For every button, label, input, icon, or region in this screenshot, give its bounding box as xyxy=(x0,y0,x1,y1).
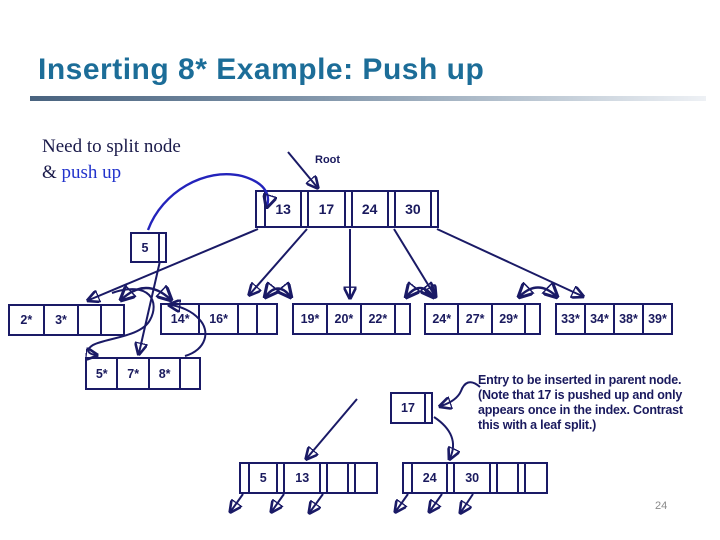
side-note-line: Entry to be inserted in parent node. xyxy=(478,373,682,387)
pointer-cell xyxy=(386,192,394,226)
key-cell xyxy=(495,464,518,492)
key-cell: 24 xyxy=(411,464,446,492)
pointer-cell xyxy=(318,464,326,492)
key-cell: 33* xyxy=(561,312,580,326)
push-up-highlight: push up xyxy=(61,162,122,183)
key-cell: 5 xyxy=(141,240,149,255)
split-annotation-line1: Need to split node xyxy=(42,136,181,157)
sibling-arc-leaf1-leaf2 xyxy=(122,288,170,299)
key-cell xyxy=(524,464,546,492)
key-cell: 19* xyxy=(300,312,320,326)
split-left-child-arrow xyxy=(310,493,324,512)
root-pointer-arrow-leaf4 xyxy=(393,228,435,296)
split-annotation-text: Need to split node & push up xyxy=(42,134,181,186)
split-right-child-arrow xyxy=(430,493,443,511)
key-cell xyxy=(179,359,199,388)
key-cell: 5 xyxy=(248,464,276,492)
pointer-cell xyxy=(430,192,437,226)
key-cell: 17 xyxy=(401,401,415,415)
key-cell xyxy=(256,305,276,333)
key-cell: 5* xyxy=(95,366,108,381)
side-note-line: this with a leaf split.) xyxy=(478,418,597,432)
leaf-node-2-3: 2* 3* xyxy=(8,304,125,336)
key-cell: 8* xyxy=(147,359,179,388)
root-pointer-arrow-leaf1 xyxy=(89,228,259,300)
key-cell: 3* xyxy=(42,306,78,334)
leaf-node-5-7-8: 5* 7*8* xyxy=(85,357,201,390)
key-cell: 17 xyxy=(307,192,343,226)
split-left-child-arrow xyxy=(231,493,244,511)
pointer-cell xyxy=(276,464,283,492)
split-left-child-arrow xyxy=(272,493,285,511)
pointer-cell xyxy=(424,394,431,422)
leaf-node-24-29: 24* 27*29* xyxy=(424,303,541,335)
split-right-child-arrow xyxy=(396,493,409,511)
root-label: Root xyxy=(315,154,341,166)
side-note-text: Entry to be inserted in parent node. (No… xyxy=(478,373,718,433)
key-cell: 7* xyxy=(116,359,147,388)
pointer-cell xyxy=(241,464,248,492)
split-annotation-line2: & push up xyxy=(42,162,122,183)
side-note-line: appears once in the index. Contrast xyxy=(478,403,683,417)
leaf-node-33-39: 33* 34*38*39* xyxy=(555,303,673,335)
entry5-pointer-arrow xyxy=(139,260,161,353)
key-cell xyxy=(354,464,376,492)
pointer-cell xyxy=(257,192,264,226)
sibling-arc-leaf4-leaf5 xyxy=(520,288,556,297)
pointer-cell xyxy=(404,464,411,492)
key-cell: 38* xyxy=(613,305,642,333)
leaf-node-19-22: 19* 20*22* xyxy=(292,303,411,335)
key-cell: 29* xyxy=(490,305,524,333)
leaf-node-14-16: 14* 16* xyxy=(160,303,278,335)
key-cell: 24* xyxy=(432,312,452,326)
root-label-arrow xyxy=(287,151,317,187)
root-pointer-arrow-leaf2 xyxy=(250,228,308,294)
key-cell: 30 xyxy=(393,192,430,226)
key-cell: 13 xyxy=(264,192,300,226)
pointer-cell xyxy=(343,192,351,226)
page-number: 24 xyxy=(655,500,668,512)
key-cell xyxy=(393,305,409,333)
pointer-cell xyxy=(446,464,453,492)
split-left-annotation-arrow xyxy=(307,398,358,458)
pointer-cell xyxy=(517,464,524,492)
sibling-arc-leaf3-leaf4 xyxy=(407,288,433,296)
key-cell xyxy=(77,306,100,334)
pushed-entry-17-node: 17 xyxy=(390,392,433,424)
key-cell: 13 xyxy=(283,464,318,492)
key-cell: 27* xyxy=(457,305,490,333)
pointer-cell xyxy=(347,464,354,492)
key-cell: 24 xyxy=(350,192,387,226)
key-cell xyxy=(325,464,348,492)
slide-title: Inserting 8* Example: Push up xyxy=(38,53,485,86)
split-right-child-arrow xyxy=(461,493,474,512)
key-cell: 30 xyxy=(453,464,488,492)
entry17-pointer-arrow xyxy=(433,416,453,458)
key-cell: 14* xyxy=(170,312,190,326)
key-cell: 16* xyxy=(198,305,236,333)
key-cell: 34* xyxy=(584,305,613,333)
key-cell: 20* xyxy=(325,305,360,333)
key-cell: 39* xyxy=(642,305,671,333)
key-cell: 22* xyxy=(359,305,394,333)
pointer-cell xyxy=(488,464,496,492)
root-pointer-arrow-leaf5 xyxy=(436,228,582,296)
pointer-cell xyxy=(158,234,165,261)
pushed-entry-5-node: 5 xyxy=(130,232,167,263)
key-cell xyxy=(100,306,123,334)
title-underline-bar xyxy=(30,96,706,101)
sibling-arc-leaf2-leaf3 xyxy=(266,289,290,297)
key-cell xyxy=(236,305,257,333)
pointer-cell xyxy=(300,192,307,226)
key-cell xyxy=(524,305,539,333)
side-note-line: (Note that 17 is pushed up and only xyxy=(478,388,683,402)
note-pointer-squiggle-arrow xyxy=(441,381,481,406)
key-cell: 2* xyxy=(20,313,33,327)
